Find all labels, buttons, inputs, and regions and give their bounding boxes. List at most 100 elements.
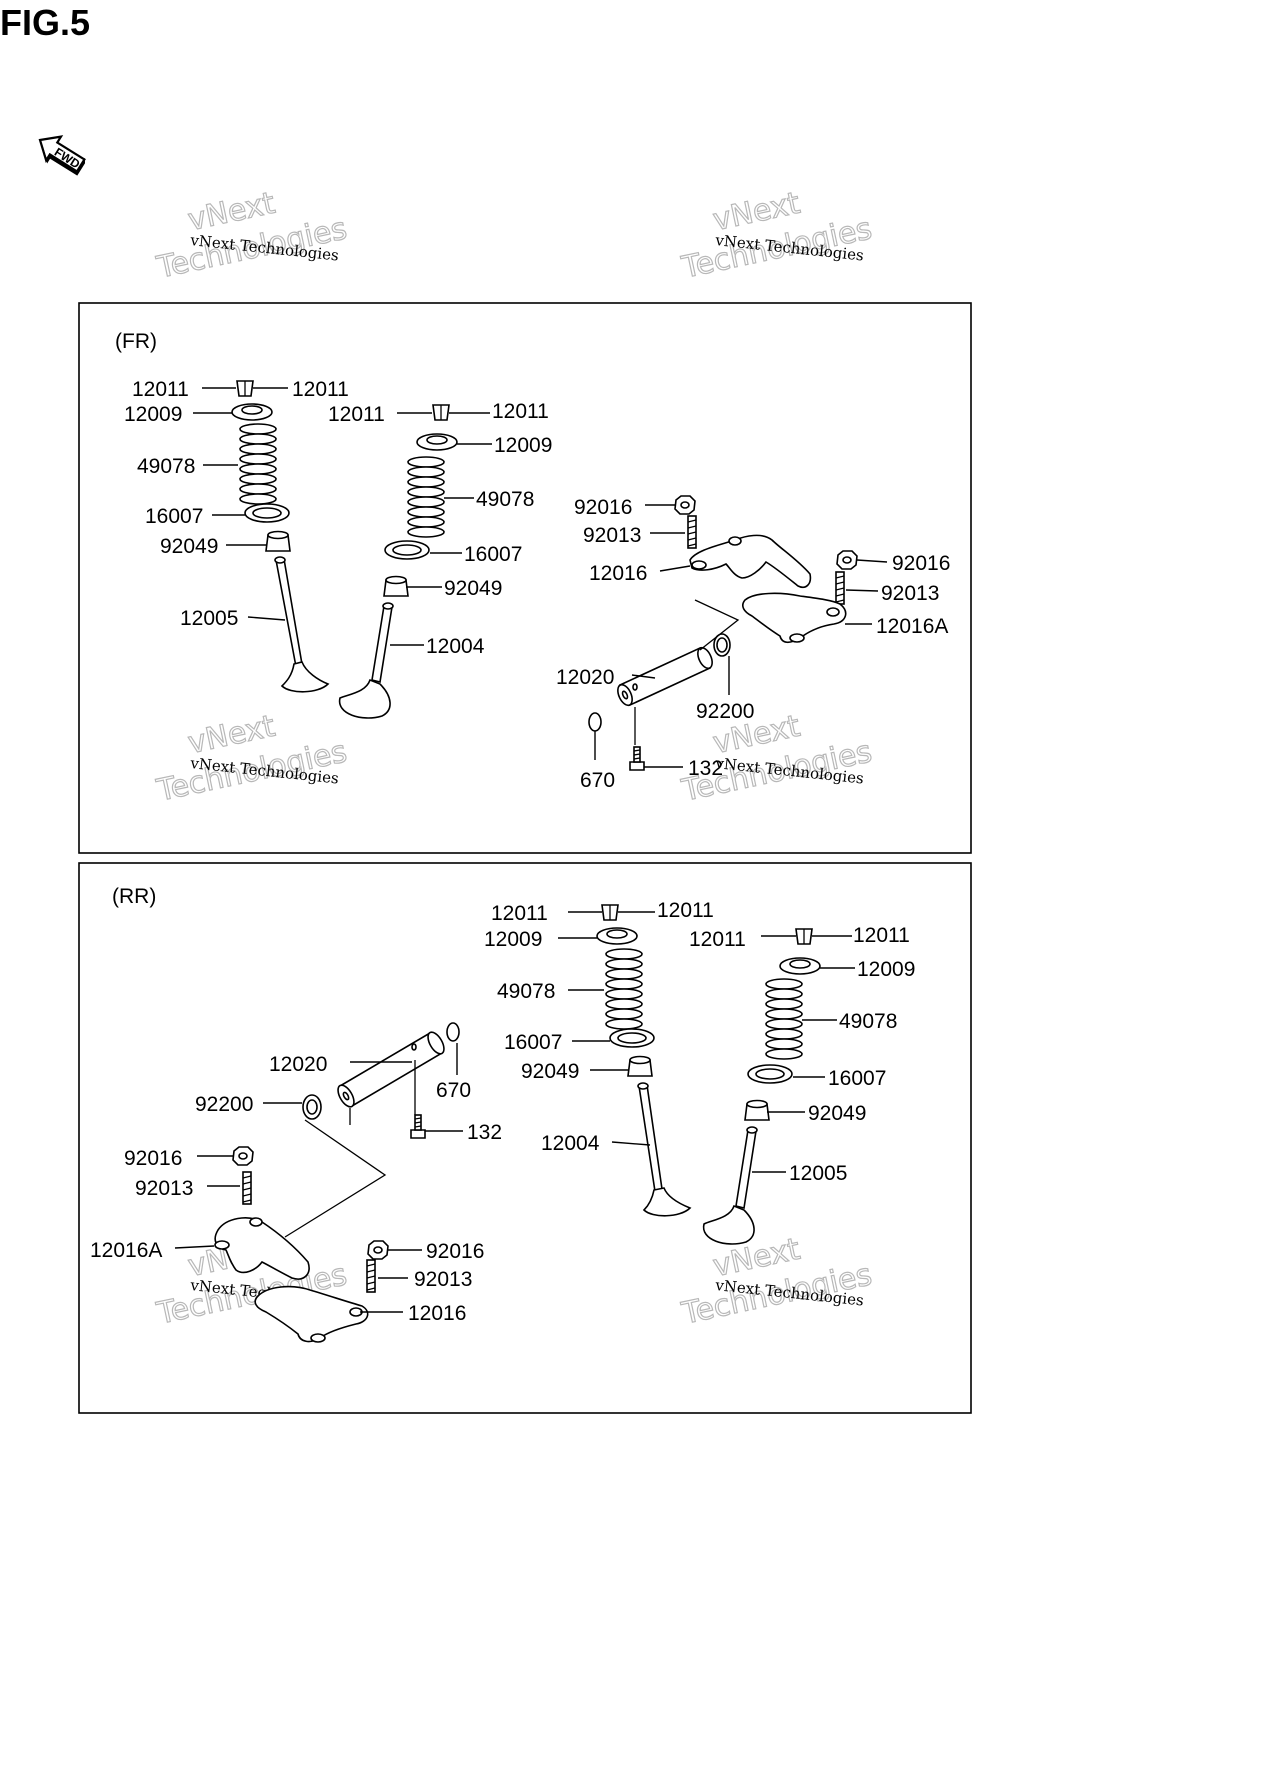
retainer: [231, 403, 273, 421]
callout-12011: 12011: [132, 378, 189, 401]
callout-132: 132: [688, 757, 723, 780]
callout-12005: 12005: [180, 607, 238, 630]
adjuster-screw: [366, 1259, 376, 1293]
callout-16007: 16007: [145, 505, 203, 528]
callout-92013: 92013: [414, 1268, 472, 1291]
section-label-rr: (RR): [112, 885, 156, 908]
section-rr: (RR) 12011 12011 12009 49078 16007: [78, 862, 972, 1414]
callout-12011: 12011: [328, 403, 385, 426]
seal: [383, 575, 409, 597]
callout-132: 132: [467, 1121, 502, 1144]
adjuster-nut: [836, 550, 858, 570]
seat: [384, 540, 430, 560]
callout-49078: 49078: [497, 980, 555, 1003]
callout-92200: 92200: [696, 700, 754, 723]
rocker-arm: [214, 1217, 310, 1280]
callout-12011: 12011: [689, 928, 746, 951]
valve-intake: [338, 602, 394, 719]
watermark: vNext Technologies: [678, 1231, 876, 1332]
callout-92049: 92049: [160, 535, 218, 558]
retainer: [596, 927, 638, 945]
seat: [747, 1064, 793, 1084]
callout-12009: 12009: [124, 403, 182, 426]
valve-intake: [637, 1082, 692, 1217]
rocker-arm: [689, 534, 812, 589]
spring: [407, 456, 445, 538]
section-fr: (FR) 12011 12011 12009 49078 16007: [78, 302, 972, 854]
callout-16007: 16007: [504, 1031, 562, 1054]
callout-12011: 12011: [492, 400, 549, 423]
fwd-arrow-icon: FWD: [38, 135, 86, 176]
callout-49078: 49078: [137, 455, 195, 478]
rocker-arm: [254, 1285, 369, 1343]
figure-title: FIG.5: [0, 2, 91, 43]
callout-12016A: 12016A: [90, 1239, 162, 1262]
callout-12011: 12011: [491, 902, 548, 925]
rocker-shaft: [337, 1031, 445, 1108]
cotter: [236, 380, 254, 397]
callout-12005: 12005: [789, 1162, 847, 1185]
adjuster-nut: [232, 1146, 254, 1166]
callout-12004: 12004: [541, 1132, 600, 1155]
seal: [265, 530, 291, 552]
callout-12016: 12016: [408, 1302, 466, 1325]
callout-92049: 92049: [808, 1102, 866, 1125]
callout-16007: 16007: [828, 1067, 886, 1090]
callout-92016: 92016: [574, 496, 632, 519]
callout-92200: 92200: [195, 1093, 253, 1116]
spring: [765, 978, 803, 1060]
o-ring: [588, 712, 602, 732]
seat: [244, 503, 290, 523]
callout-92013: 92013: [135, 1177, 193, 1200]
rocker-arm: [742, 592, 847, 644]
valve-assembly-intake: 12011 12011 12009 49078 16007 92049 1200…: [328, 400, 552, 719]
adjuster-screw: [835, 571, 845, 605]
callout-12020: 12020: [556, 666, 614, 689]
callout-12004: 12004: [426, 635, 485, 658]
seal: [627, 1055, 653, 1077]
spring: [239, 423, 277, 505]
callout-12011: 12011: [657, 899, 714, 922]
callout-12011: 12011: [292, 378, 349, 401]
seal: [744, 1099, 770, 1121]
rocker-arm-assembly: 92016 92013 12016 92016 92013 12016A 120…: [556, 495, 950, 792]
spring: [605, 948, 643, 1030]
seat: [609, 1028, 655, 1048]
valve-assembly-exhaust: 12011 12011 12009 49078 16007 92049 1200…: [124, 378, 349, 693]
callout-49078: 49078: [839, 1010, 897, 1033]
callout-92016: 92016: [892, 552, 950, 575]
callout-670: 670: [580, 769, 615, 792]
adjuster-nut: [674, 495, 696, 515]
adjuster-screw: [687, 515, 697, 549]
valve-assembly-intake: 12011 12011 12009 49078 16007 92049 1200…: [484, 899, 714, 1217]
callout-92013: 92013: [583, 524, 641, 547]
rocker-arm-assembly: 12020 670 92200 132 92016 92013 12016A 9…: [90, 1022, 502, 1343]
watermark: vNext Technologies: [153, 185, 351, 286]
cotter: [601, 904, 619, 921]
callout-12011: 12011: [853, 924, 910, 947]
adjuster-screw: [242, 1171, 252, 1205]
watermark: vNext Technologies: [153, 708, 351, 809]
callout-12016A: 12016A: [876, 615, 948, 638]
callout-49078: 49078: [476, 488, 534, 511]
callout-12009: 12009: [494, 434, 552, 457]
cotter: [795, 928, 813, 945]
callout-12009: 12009: [484, 928, 542, 951]
callout-92016: 92016: [426, 1240, 484, 1263]
o-ring: [446, 1022, 460, 1042]
watermark: vNext Technologies: [678, 185, 876, 286]
lock-bolt: [410, 1114, 426, 1139]
valve-assembly-exhaust: 12011 12011 12009 49078 16007 92049 1200…: [689, 924, 915, 1245]
adjuster-nut: [367, 1240, 389, 1260]
callout-16007: 16007: [464, 543, 522, 566]
retainer: [416, 433, 458, 451]
rocker-shaft: [617, 646, 713, 707]
cotter: [432, 404, 450, 421]
callout-12020: 12020: [269, 1053, 327, 1076]
valve-exhaust: [274, 556, 330, 693]
callout-92016: 92016: [124, 1147, 182, 1170]
callout-12016: 12016: [589, 562, 647, 585]
callout-92013: 92013: [881, 582, 939, 605]
callout-92049: 92049: [444, 577, 502, 600]
